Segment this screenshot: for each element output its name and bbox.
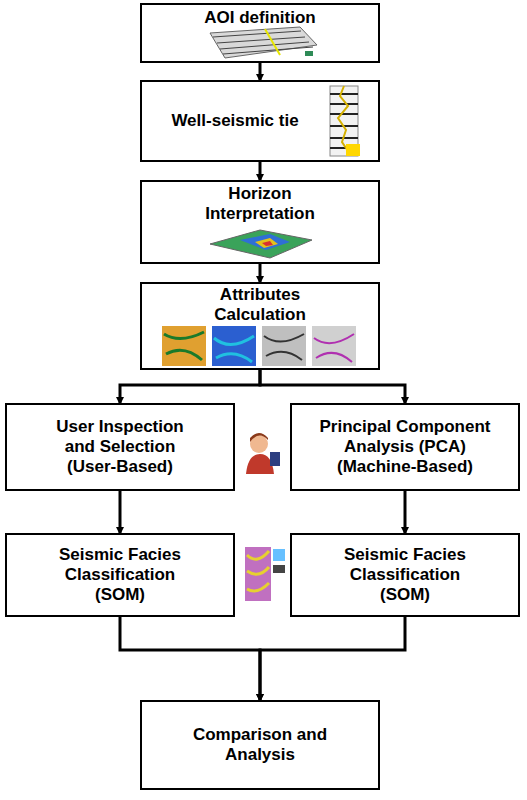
node-label: Horizon Interpretation	[185, 184, 335, 224]
node-label: Well-seismic tie	[171, 111, 298, 131]
node-label: Comparison and Analysis	[185, 725, 335, 765]
node-label: Seismic Facies Classification (SOM)	[330, 545, 480, 605]
flow-arrow	[259, 264, 262, 282]
flow-arrow	[404, 491, 407, 533]
flow-arrow	[120, 617, 260, 700]
node-label: User Inspection and Selection (User-Base…	[45, 417, 195, 477]
som-box: Seismic Facies Classification (SOM)	[5, 533, 235, 617]
flow-arrow	[259, 162, 262, 180]
node-label: Principal Component Analysis (PCA) (Mach…	[303, 417, 508, 477]
attributes-box: Attributes Calculation	[140, 282, 380, 370]
horizon-box: Horizon Interpretation	[140, 180, 380, 264]
node-label: AOI definition	[204, 8, 315, 28]
pca-box: Principal Component Analysis (PCA) (Mach…	[290, 403, 520, 491]
aoi-seismic-image	[205, 25, 320, 60]
comparison-box: Comparison and Analysis	[140, 700, 380, 790]
som-box: Seismic Facies Classification (SOM)	[290, 533, 520, 617]
flow-arrow	[259, 63, 262, 80]
user-selection-box: User Inspection and Selection (User-Base…	[5, 403, 235, 491]
flow-arrow	[260, 370, 405, 403]
well-log-image	[326, 84, 366, 160]
person-icon	[244, 430, 284, 476]
som-map-image	[243, 545, 287, 605]
node-label: Attributes Calculation	[185, 285, 335, 325]
flow-arrow	[260, 617, 405, 700]
flow-arrow	[119, 491, 122, 533]
well-tie-box: Well-seismic tie	[140, 80, 380, 162]
horizon-surface-image	[200, 222, 320, 262]
aoi-box: AOI definition	[140, 3, 380, 63]
flow-arrow	[120, 370, 260, 403]
node-label: Seismic Facies Classification (SOM)	[45, 545, 195, 605]
attribute-maps-image	[160, 324, 360, 368]
